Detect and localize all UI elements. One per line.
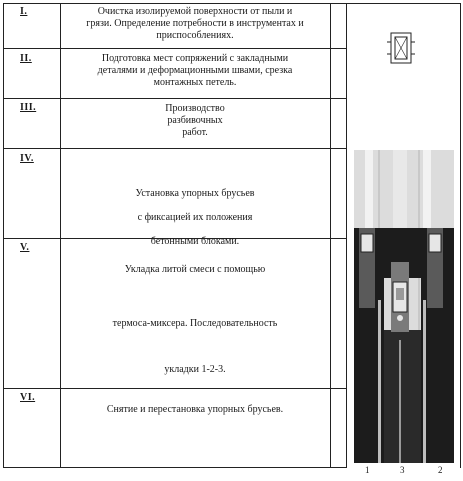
row-text: Очистка изолируемой поверхности от пыли … xyxy=(64,6,326,42)
row-text-line: Установка упорных брусьев xyxy=(135,188,255,199)
row-text-line: бетонными блоками. xyxy=(150,236,240,247)
row-text: Снятие и перестановка упорных брусьев. xyxy=(64,404,326,416)
process-schematics xyxy=(347,0,461,468)
table-number-column-divider xyxy=(60,3,61,468)
row-text: Укладка литой смеси с помощью термоса-ми… xyxy=(64,264,326,376)
row-text-line: Снятие и перестановка упорных брусьев. xyxy=(106,404,284,415)
axis-label: 2 xyxy=(438,465,443,475)
row-text-line: грязи. Определение потребности в инструм… xyxy=(86,18,304,29)
row-text: Подготовка мест сопряжений с закладными … xyxy=(64,53,326,89)
row-divider xyxy=(3,98,346,99)
table-right-border xyxy=(460,3,461,468)
row-text-line: Производство xyxy=(165,103,225,114)
row-text-line: приспособлениях. xyxy=(156,30,234,41)
table-text-column-divider xyxy=(330,3,331,468)
row-divider xyxy=(3,48,346,49)
row-divider xyxy=(3,388,346,389)
row-text-line: с фиксацией их положения xyxy=(137,212,253,223)
figure-top-border xyxy=(346,3,460,4)
row-text-line: термоса-миксера. Последовательность xyxy=(112,318,278,329)
row-text-line: деталями и деформационными швами, срезка xyxy=(97,65,293,76)
row-text-line: Очистка изолируемой поверхности от пыли … xyxy=(97,6,293,17)
row-divider xyxy=(3,148,346,149)
axis-label: 3 xyxy=(400,465,405,475)
row-number: III. xyxy=(20,102,37,113)
row-text: Производство разбивочных работ. xyxy=(64,103,326,139)
vehicle-top-icon xyxy=(387,32,415,64)
table-top-border xyxy=(3,3,346,4)
row-number: IV. xyxy=(20,153,34,164)
row-number: V. xyxy=(20,242,30,253)
row-text: Установка упорных брусьев с фиксацией их… xyxy=(64,182,326,254)
concrete-blocks-schematic xyxy=(354,150,454,463)
row-number: VI. xyxy=(20,392,36,403)
table-figure-column-border xyxy=(346,3,347,468)
row-text-line: монтажных петель. xyxy=(153,77,237,88)
process-schematics-drawing xyxy=(354,32,454,463)
row-text-line: работ. xyxy=(182,127,208,138)
row-text-line: Укладка литой смеси с помощью xyxy=(124,264,266,275)
row-text-line: укладки 1-2-3. xyxy=(164,364,226,375)
table-left-border xyxy=(3,3,4,468)
row-text-line: Подготовка мест сопряжений с закладными xyxy=(101,53,289,64)
row-number: II. xyxy=(20,53,32,64)
row-text-line: разбивочных xyxy=(167,115,223,126)
row-number: I. xyxy=(20,6,28,17)
axis-label: 1 xyxy=(365,465,370,475)
row-divider xyxy=(3,238,346,239)
table-bottom-border xyxy=(3,467,346,468)
